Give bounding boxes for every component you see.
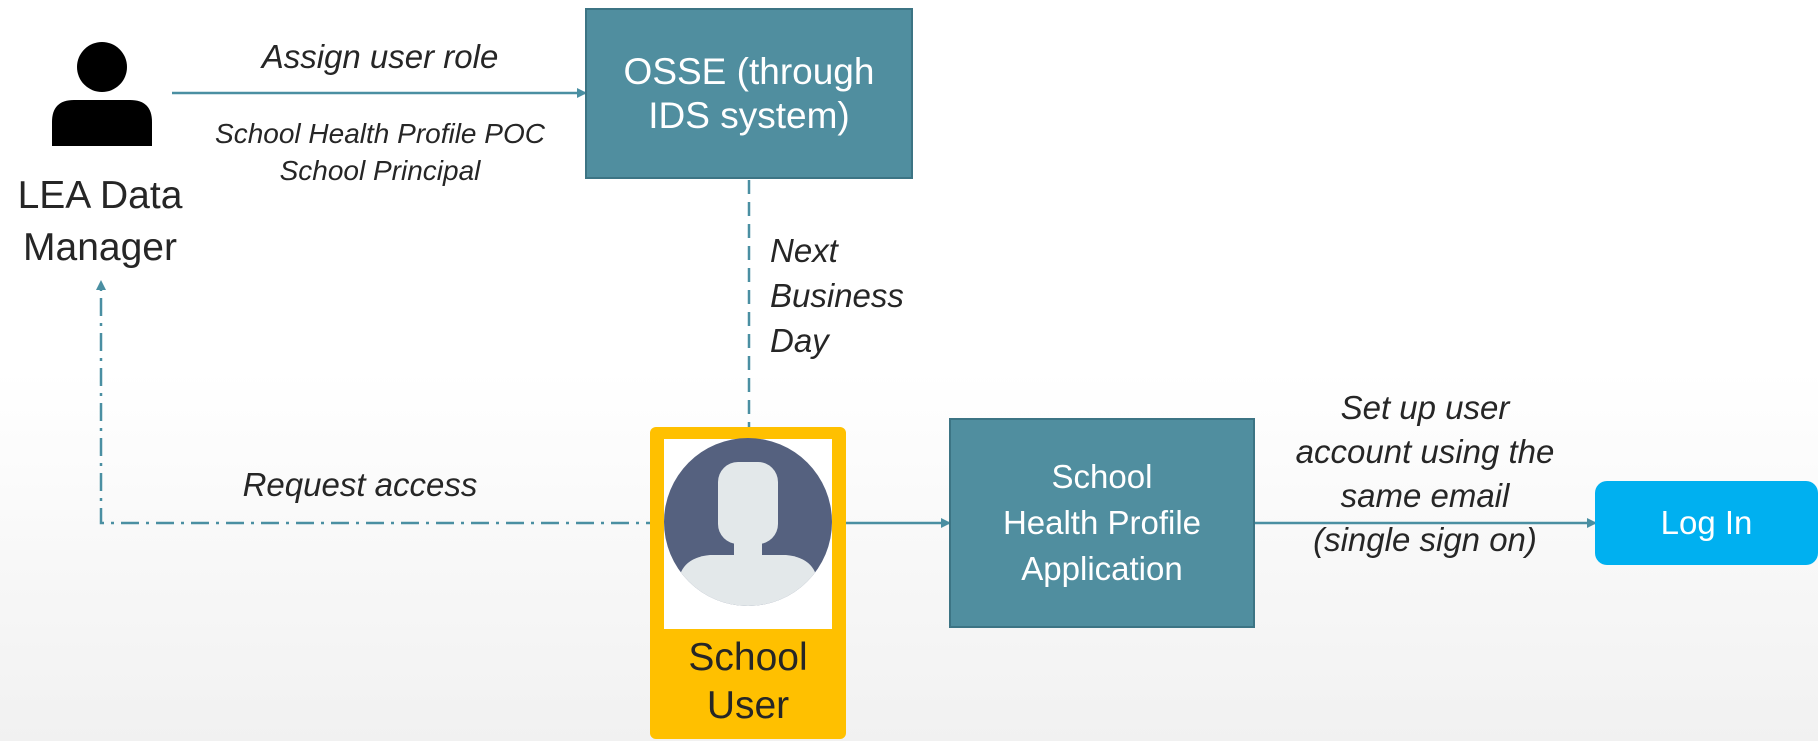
assign-role-label: Assign user role — [261, 38, 499, 75]
school-user-card: School User — [650, 427, 846, 739]
user-avatar-icon — [664, 438, 832, 606]
school-user-label: School User — [688, 636, 808, 727]
request-access-label: Request access — [242, 466, 478, 503]
next-business-day-label: Next Business Day — [770, 228, 904, 363]
next-business-day-line-2: Business — [770, 277, 904, 314]
lea-data-manager-label: LEA Data Manager — [17, 174, 183, 269]
setup-account-line-3: same email — [1340, 477, 1510, 514]
person-icon — [52, 42, 152, 146]
osse-label: OSSE (through IDS system) — [623, 50, 875, 136]
role-principal-label: School Principal — [279, 155, 481, 186]
setup-account-line-4: (single sign on) — [1313, 521, 1537, 558]
shp-application-box: School Health Profile Application — [949, 418, 1255, 628]
next-business-day-line-1: Next — [770, 232, 838, 269]
setup-account-label: Set up user account using the same email… — [1270, 386, 1580, 562]
osse-box: OSSE (through IDS system) — [585, 8, 913, 179]
shp-application-label: School Health Profile Application — [1002, 458, 1202, 587]
request-access-arrow — [96, 280, 664, 525]
role-poc-label: School Health Profile POC — [215, 118, 545, 149]
login-button[interactable]: Log In — [1595, 481, 1818, 565]
login-button-label: Log In — [1660, 504, 1753, 541]
setup-account-line-2: account using the — [1295, 433, 1555, 470]
next-business-day-line-3: Day — [770, 322, 829, 359]
setup-account-line-1: Set up user — [1340, 389, 1510, 426]
